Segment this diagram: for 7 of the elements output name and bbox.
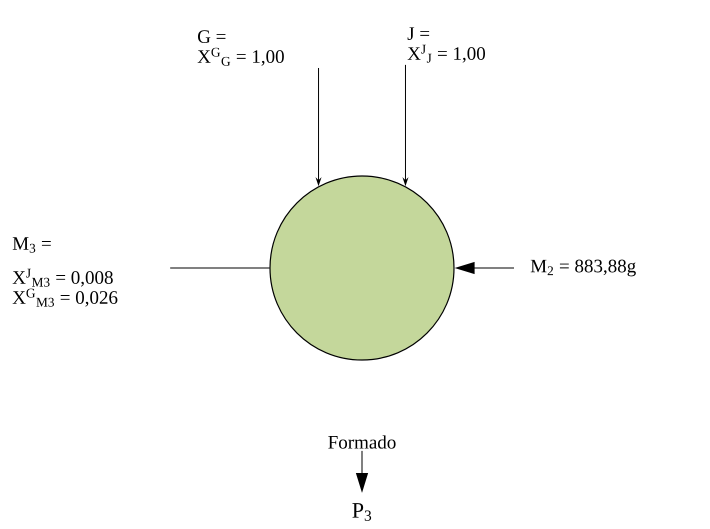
stream-label: J = X$^{J}$$_{J}$ = 1,00 xyxy=(408,27,485,63)
process-label: Formado xyxy=(328,435,396,449)
product-label: P$_{3}$ xyxy=(352,503,372,521)
mixer-circle xyxy=(269,175,455,361)
stream-label: M$_{2}$ = 883,88g xyxy=(530,260,636,276)
stream-label: M$_{3}$ = X$^{J}$$_{M3}$ = 0,008 X$^{G}$$_{M3}$ = 0,026 xyxy=(12,237,118,307)
stream-label: G = X$^{G}$$_{G}$ = 1,00 xyxy=(198,30,284,66)
